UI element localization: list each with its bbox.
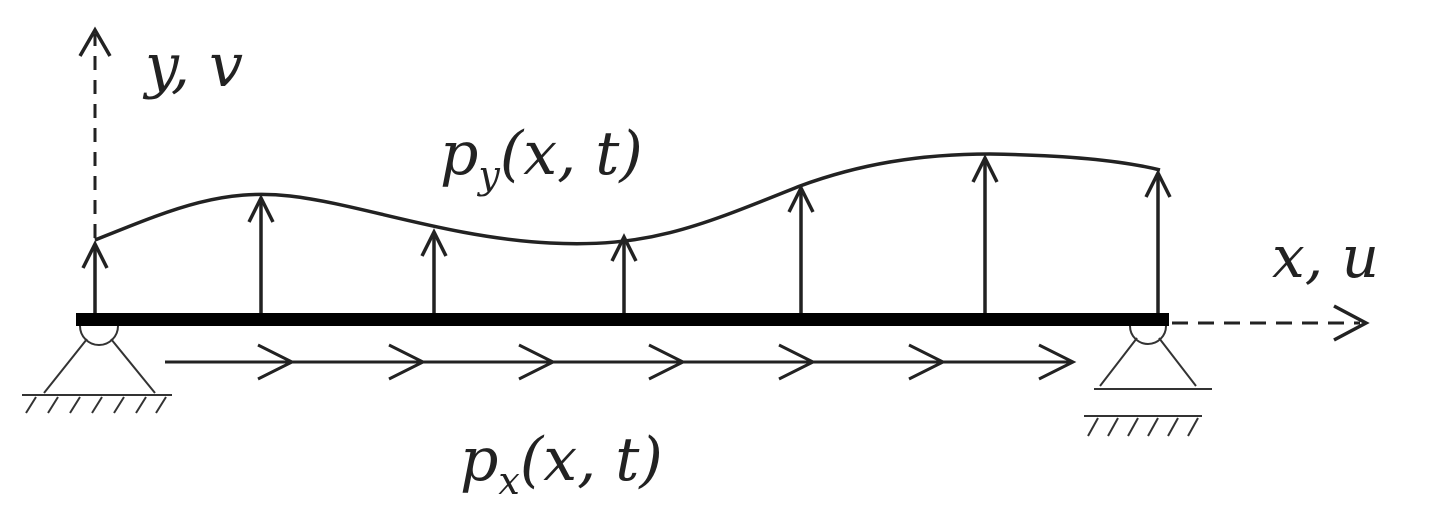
- load-arrow-right-2: [388, 343, 427, 381]
- pinned-support-left: [22, 325, 172, 414]
- load-arrow-right-6: [908, 343, 947, 381]
- load-arrow-up-7: [1144, 169, 1172, 318]
- load-arrow-right-4: [648, 343, 687, 381]
- y-axis: [78, 26, 112, 238]
- load-curve-py: [94, 152, 1161, 246]
- load-arrow-up-1: [81, 240, 109, 318]
- load-arrow-up-6: [971, 154, 999, 318]
- load-arrow-up-4: [610, 233, 638, 318]
- horizontal-load-label: px(x, t): [460, 425, 663, 503]
- load-arrow-up-2: [247, 194, 275, 318]
- x-axis: [1172, 304, 1370, 342]
- horizontal-load-arrows: [165, 343, 1077, 381]
- load-arrow-up-5: [787, 184, 815, 318]
- y-axis-label: y, v: [142, 31, 243, 101]
- vertical-load-label: py(x, t): [440, 119, 643, 197]
- load-arrow-right-5: [778, 343, 817, 381]
- load-arrow-up-3: [420, 228, 448, 318]
- load-arrow-right-7: [1038, 343, 1077, 381]
- vertical-load-arrows: [81, 154, 1172, 318]
- load-arrow-right-1: [257, 343, 296, 381]
- x-axis-label: x, u: [1272, 223, 1379, 291]
- pinned-support-right: [1084, 325, 1212, 437]
- beam: [76, 313, 1169, 326]
- load-arrow-right-3: [518, 343, 557, 381]
